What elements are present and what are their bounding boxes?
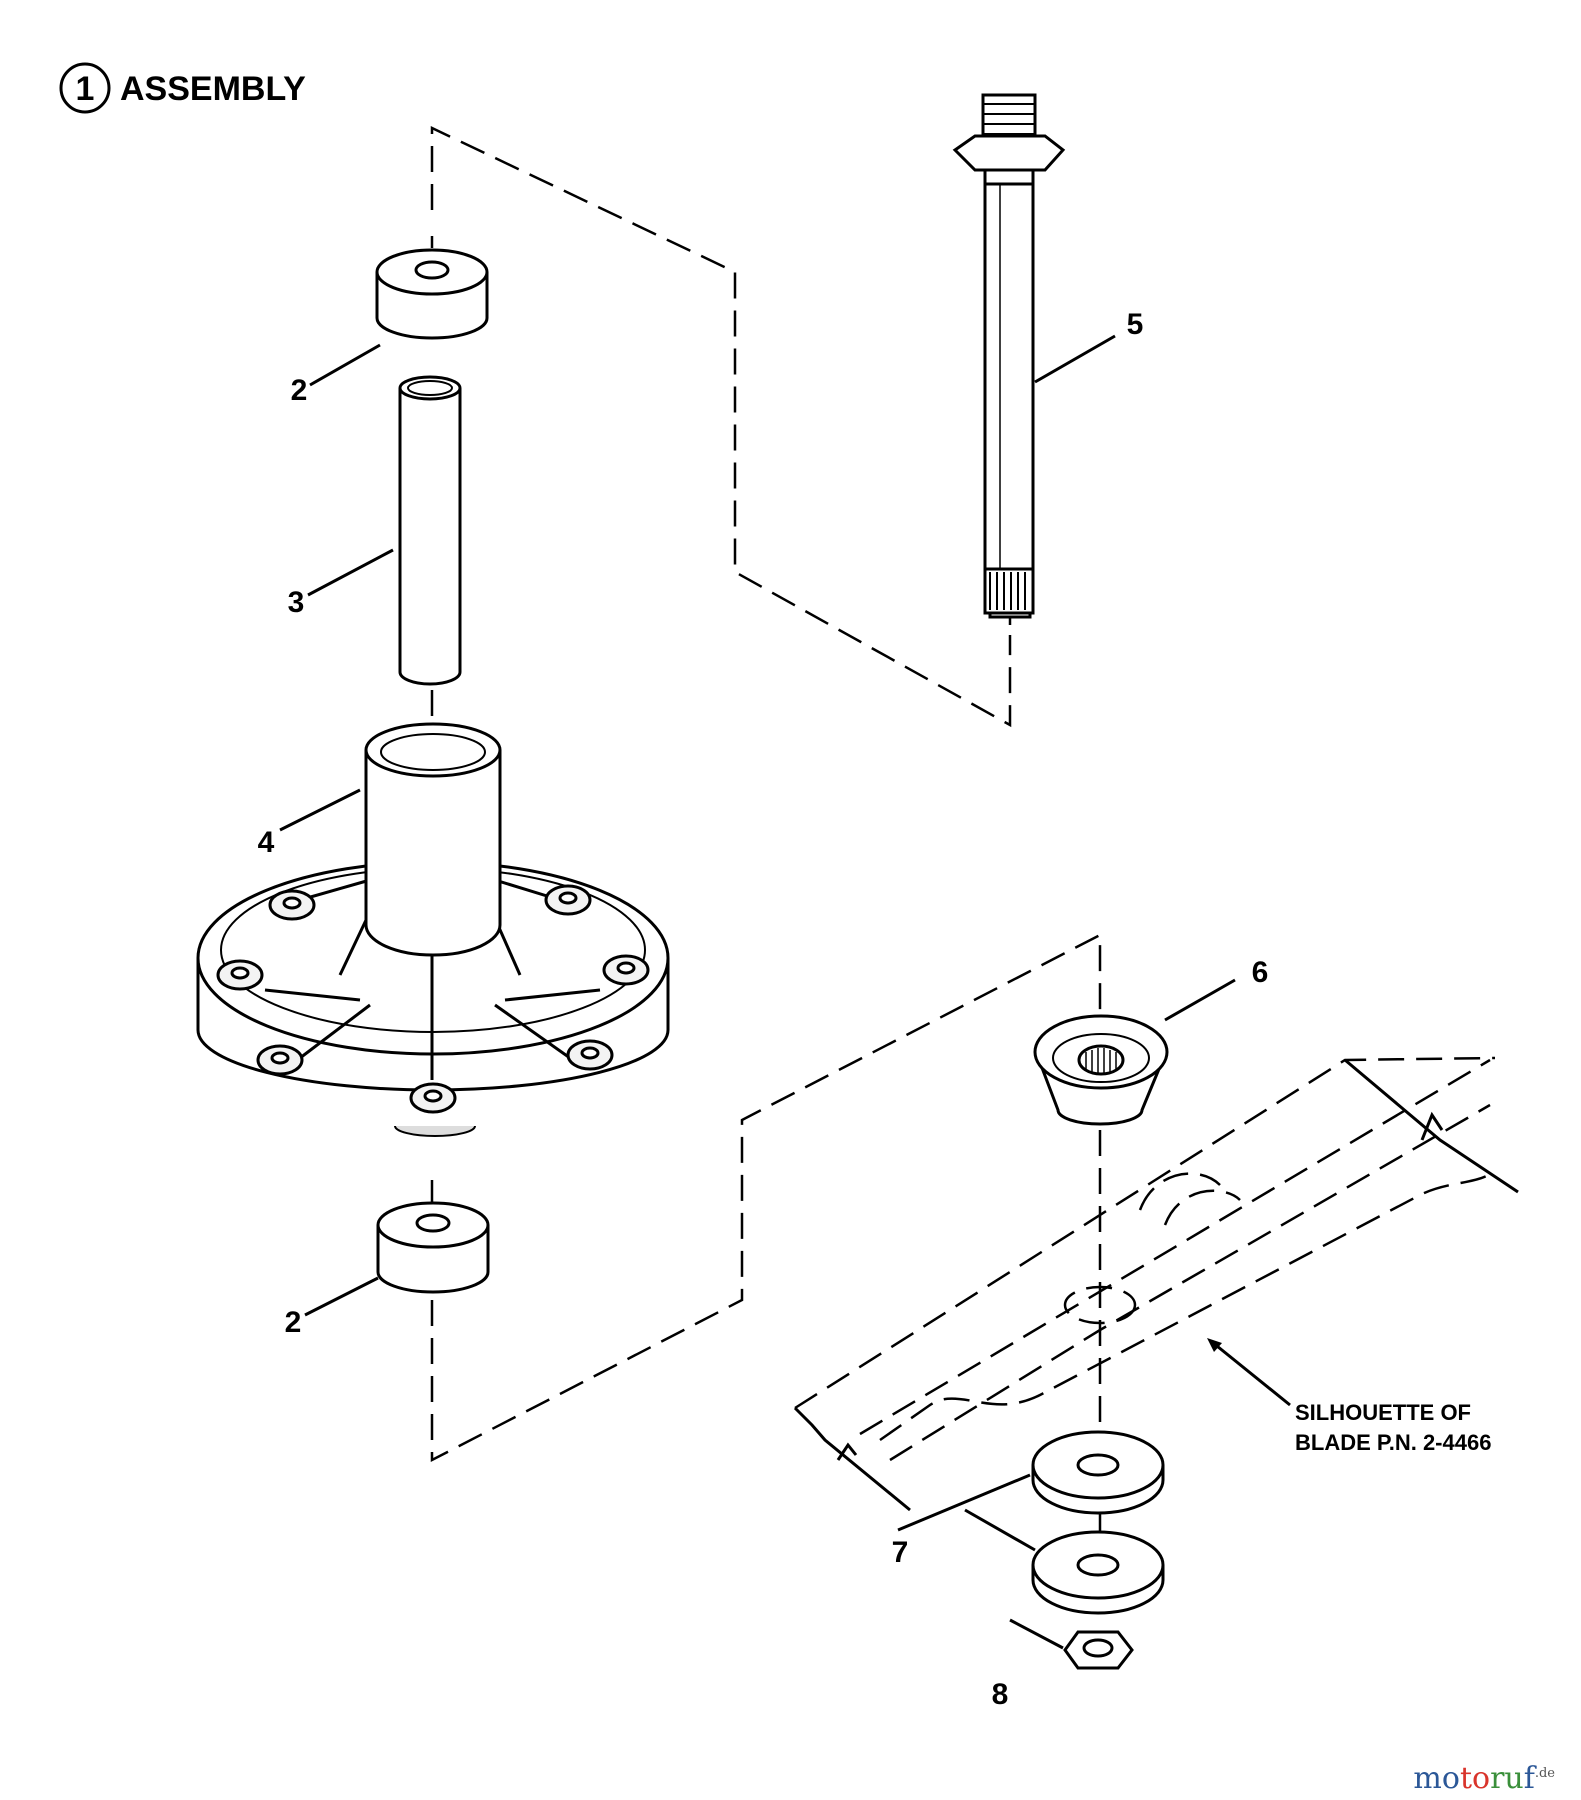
blade-silhouette [793,1056,1519,1512]
callout-4: 4 [258,826,275,859]
bearing-upper [375,248,489,340]
callout-2-lower: 2 [285,1306,302,1339]
washer-upper [1031,1430,1165,1515]
watermark-logo: motoruf.de [1413,1761,1555,1796]
silhouette-note-line1: SILHOUETTE OF [1295,1400,1471,1425]
callout-7: 7 [892,1536,909,1569]
spacer-tube [398,375,462,686]
watermark-suffix: .de [1534,1766,1555,1781]
callout-6: 6 [1252,956,1269,989]
leader-lines [279,334,1291,1650]
assembly-header: 1 ASSEMBLY [59,62,306,114]
spindle-housing [196,722,670,1137]
callout-numbers: 2 3 4 2 5 6 7 8 [258,308,1269,1711]
header-circle-number: 1 [76,70,95,108]
hex-nut [1063,1630,1134,1670]
header-title: ASSEMBLY [120,70,306,108]
callout-2-upper: 2 [291,374,308,407]
washer-lower [1031,1530,1165,1615]
spindle-shaft [952,93,1066,619]
header-circle-icon [59,62,111,114]
callout-3: 3 [288,586,305,619]
callout-8: 8 [992,1678,1009,1711]
silhouette-note-line2: BLADE P.N. 2-4466 [1295,1430,1491,1455]
watermark-part-c: ru [1490,1761,1524,1796]
callout-5: 5 [1127,308,1144,341]
alignment-lines [430,126,1102,1575]
watermark-part-d: f [1523,1761,1535,1796]
watermark-part-a: mo [1413,1761,1460,1796]
blade-adapter [1033,1014,1169,1126]
silhouette-note: SILHOUETTE OF BLADE P.N. 2-4466 [1295,1400,1491,1455]
bearing-lower [376,1201,490,1294]
watermark-part-b: to [1459,1761,1491,1796]
